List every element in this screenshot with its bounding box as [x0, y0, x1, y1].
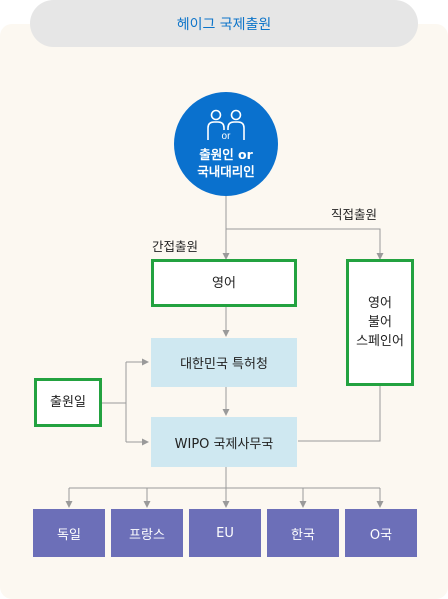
languages-box: 영어 불어 스페인어: [346, 259, 414, 386]
applicant-line1: 출원인 or: [199, 147, 253, 162]
applicant-line2: 국내대리인: [197, 164, 255, 179]
applicant-node: or 출원인 or 국내대리인: [174, 92, 278, 196]
indirect-filing-label: 간접출원: [152, 239, 199, 254]
direct-filing-label: 직접출원: [331, 207, 378, 222]
page-title: 헤이그 국제출원: [30, 0, 418, 47]
people-or-icon: or: [207, 109, 245, 142]
language-item: 스페인어: [356, 334, 404, 349]
country-other: O국: [345, 509, 417, 557]
wipo-box: WIPO 국제사무국: [151, 417, 297, 467]
country-france: 프랑스: [111, 509, 183, 557]
or-text: or: [222, 131, 232, 142]
connector-direct-branch: [226, 228, 384, 260]
language-item: 영어: [368, 296, 392, 311]
connector-languages-to-wipo: [298, 386, 381, 442]
filing-date-box: 출원일: [34, 378, 102, 427]
country-germany: 독일: [33, 509, 105, 557]
kipo-box: 대한민국 특허청: [151, 338, 297, 387]
language-item: 불어: [368, 315, 392, 330]
english-box: 영어: [151, 259, 297, 307]
country-eu: EU: [189, 509, 261, 557]
country-korea: 한국: [267, 509, 339, 557]
